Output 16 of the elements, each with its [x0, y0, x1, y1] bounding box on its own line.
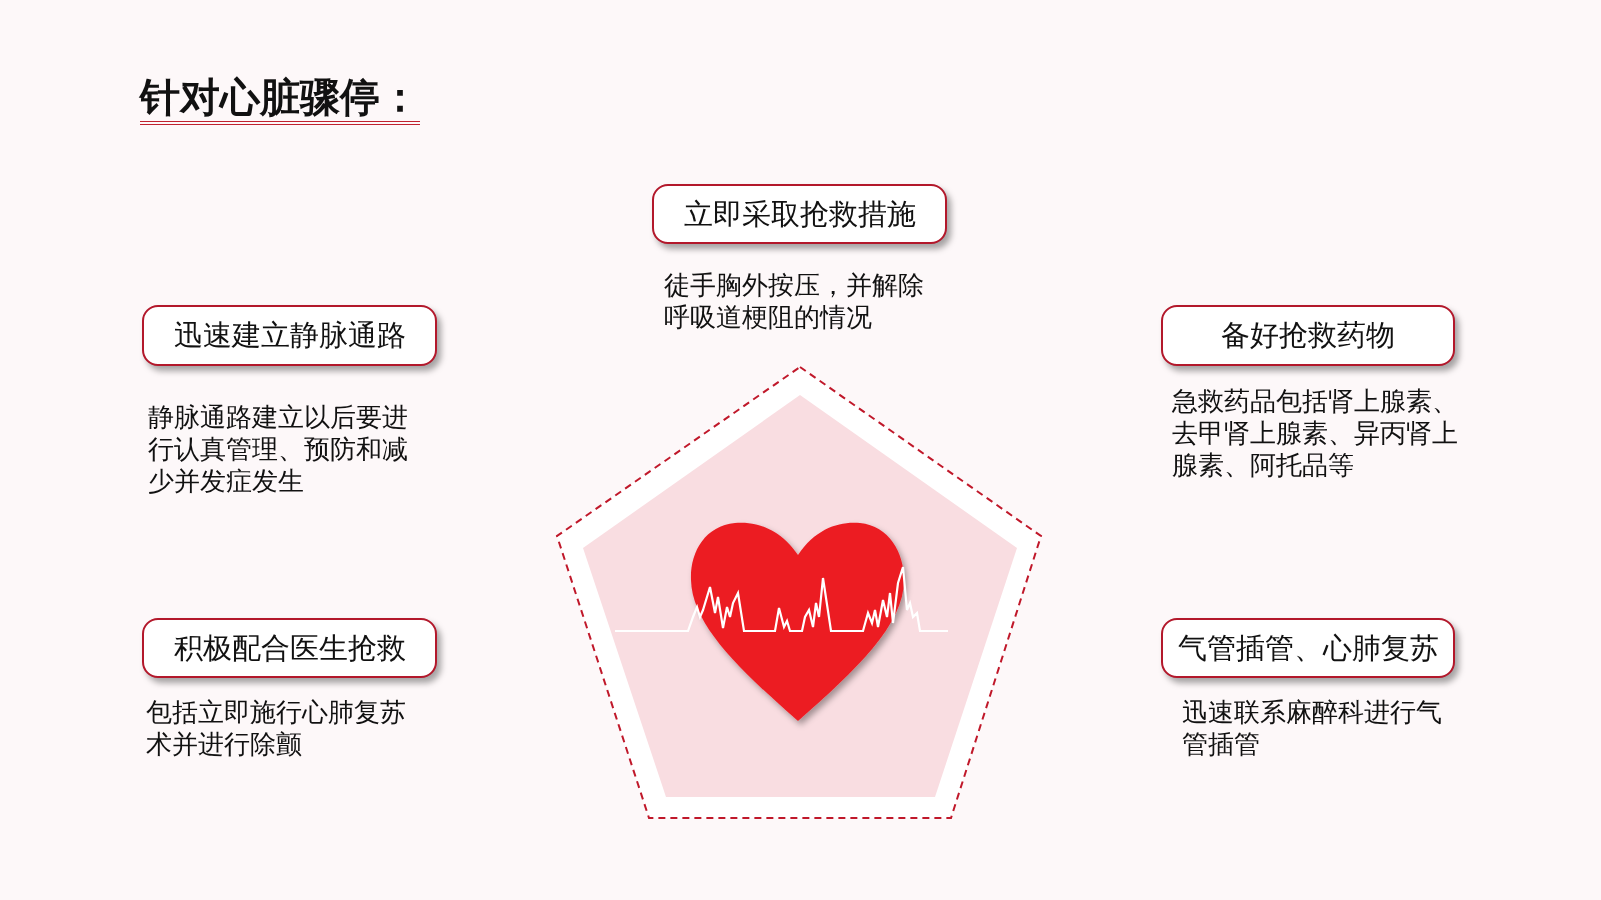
step-description: 静脉通路建立以后要进行认真管理、预防和减少并发症发生	[148, 401, 409, 497]
step-description: 迅速联系麻醉科进行气管插管	[1182, 696, 1443, 760]
step-title: 立即采取抢救措施	[683, 196, 916, 232]
step-card	[142, 618, 437, 678]
step-description: 徒手胸外按压，并解除呼吸道梗阻的情况	[664, 269, 925, 333]
step-card	[142, 305, 437, 366]
step-description: 包括立即施行心肺复苏术并进行除颤	[146, 696, 407, 760]
step-title: 备好抢救药物	[1221, 318, 1395, 353]
step-card	[652, 184, 947, 244]
step-card	[1161, 618, 1455, 678]
step-title: 气管插管、心肺复苏	[1177, 630, 1439, 666]
page-title: 针对心脏骤停：	[140, 74, 420, 125]
step-title: 积极配合医生抢救	[173, 630, 406, 666]
step-card	[1161, 305, 1455, 366]
step-description: 急救药品包括肾上腺素、去甲肾上腺素、异丙肾上腺素、阿托品等	[1172, 385, 1459, 481]
step-title: 迅速建立静脉通路	[173, 318, 406, 353]
